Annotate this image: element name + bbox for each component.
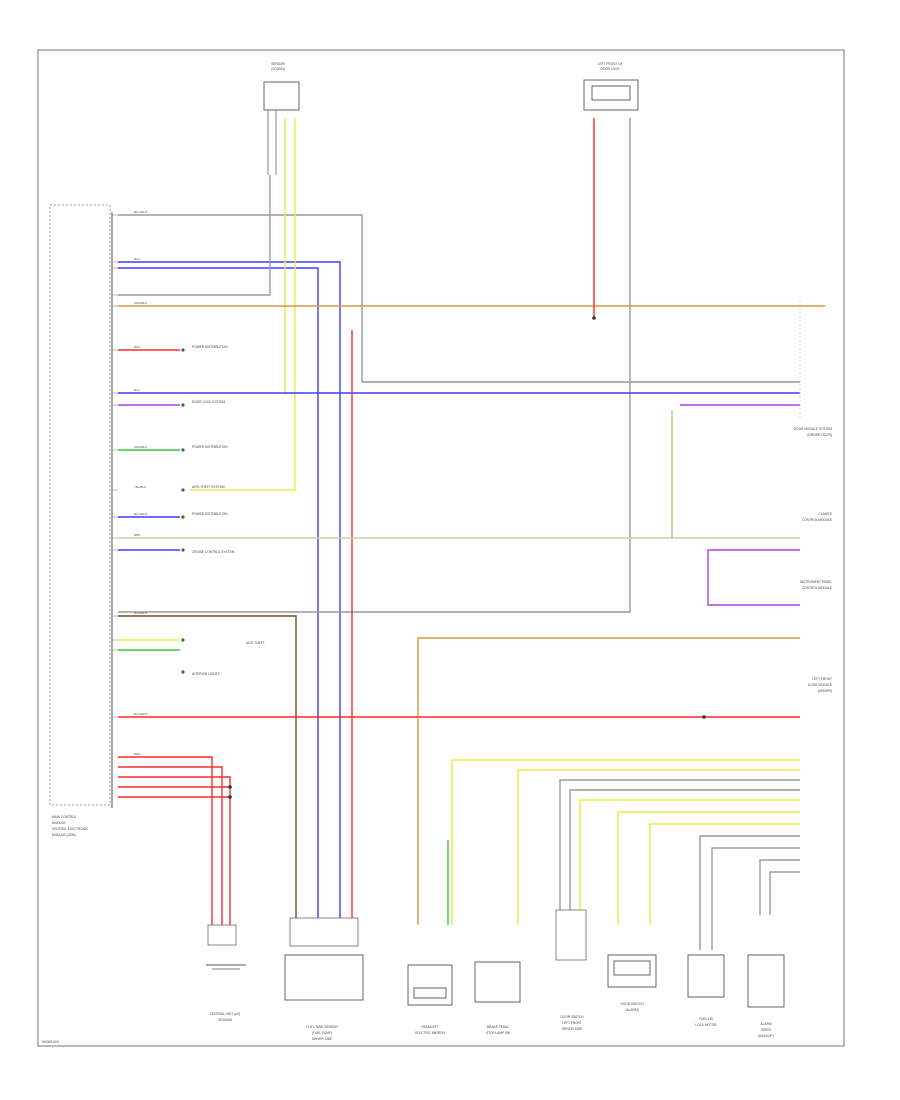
fuel-door-motor: FUEL LID LOCK MOTOR [687, 954, 725, 1027]
wire-yellow-sensor-2 [190, 118, 296, 491]
svg-text:FUEL TANK SENDER: FUEL TANK SENDER [306, 1025, 338, 1029]
svg-text:POWER DISTRIBUTION: POWER DISTRIBUTION [192, 345, 228, 349]
wire-yellow-5 [649, 823, 800, 925]
svg-text:RED: RED [134, 345, 141, 349]
wire-gray-top-right [118, 118, 631, 613]
svg-text:(DRIVER DOOR): (DRIVER DOOR) [807, 433, 832, 437]
svg-text:BLU/WHT: BLU/WHT [134, 512, 148, 516]
wire-yellow-3 [579, 799, 800, 925]
svg-text:DOOR SWITCH: DOOR SWITCH [560, 1015, 584, 1019]
svg-text:CONTROL MODULE: CONTROL MODULE [802, 518, 832, 522]
svg-text:BLU/WHT: BLU/WHT [134, 611, 148, 615]
svg-text:FUEL LID: FUEL LID [699, 1017, 714, 1021]
svg-text:ANTI-THEFT SYSTEM: ANTI-THEFT SYSTEM [192, 485, 225, 489]
wire-gray-3 [699, 835, 800, 950]
svg-text:CLIMATE: CLIMATE [818, 512, 832, 516]
svg-text:SIREN: SIREN [761, 1028, 771, 1032]
svg-text:GRN/BLK: GRN/BLK [134, 301, 147, 305]
svg-text:(SOUND): (SOUND) [271, 67, 285, 71]
right-components: DOOR MODULE SYSTEM (DRIVER DOOR) CLIMATE… [794, 300, 832, 693]
wire-red-gnd-1 [118, 756, 213, 935]
alarm-siren: ALARM SIREN (BACKUP) [747, 954, 785, 1038]
wire-yellow-1 [451, 759, 800, 925]
splices [228, 316, 706, 799]
svg-text:MODULE: MODULE [52, 821, 66, 825]
svg-text:PASS/LEFT: PASS/LEFT [422, 1025, 439, 1029]
svg-text:RED: RED [134, 752, 141, 756]
svg-text:DOOR MODULE SYSTEM: DOOR MODULE SYSTEM [794, 427, 832, 431]
wire-gray-5 [759, 859, 800, 915]
wire-labels-left: BLU/WHT BLU GRN/BLK RED BLU GRN/BLK YEL/… [134, 210, 148, 756]
svg-text:DRIVER SIDE: DRIVER SIDE [562, 1027, 582, 1031]
svg-text:MAIN CONTROL: MAIN CONTROL [52, 815, 77, 819]
wire-gray-6 [769, 871, 800, 915]
svg-text:YEL/BLK: YEL/BLK [134, 485, 146, 489]
passenger-mirror: PASS/LEFT ELECTRIC MIRROR [407, 964, 453, 1035]
svg-text:DOOR LOCK SYSTEM: DOOR LOCK SYSTEM [192, 400, 225, 404]
wire-blue-1 [118, 261, 341, 925]
svg-text:BLU: BLU [134, 388, 140, 392]
svg-text:LEFT FRONT: LEFT FRONT [812, 677, 832, 681]
svg-text:CENTRAL ELECTRONIC: CENTRAL ELECTRONIC [52, 827, 89, 831]
wire-sensor-gray [118, 175, 271, 296]
wire-red-gnd-2 [118, 766, 223, 935]
wire-orange-lower [417, 637, 800, 925]
wire-red-gnd-3 [118, 776, 231, 935]
diagram-frame [37, 49, 845, 1047]
svg-text:(BACKUP): (BACKUP) [758, 1034, 773, 1038]
svg-text:GRN/BLK: GRN/BLK [134, 445, 147, 449]
svg-text:CRUISE CONTROL SYSTEM: CRUISE CONTROL SYSTEM [192, 550, 235, 554]
svg-text:CENTRAL UNIT (LH): CENTRAL UNIT (LH) [210, 1012, 240, 1016]
svg-text:LEFT FRONT: LEFT FRONT [562, 1021, 582, 1025]
svg-text:HOOD SWITCH: HOOD SWITCH [620, 1002, 644, 1006]
cem-module: MAIN CONTROL MODULE CENTRAL ELECTRONIC M… [49, 204, 113, 837]
svg-text:BLU/WHT: BLU/WHT [134, 210, 148, 214]
sensor-top: SENSOR (SOUND) [263, 62, 300, 175]
wire-yellow-4 [617, 811, 800, 925]
svg-text:ALARM: ALARM [761, 1022, 772, 1026]
wire-gray-4 [711, 847, 800, 950]
svg-text:BRAKE PEDAL: BRAKE PEDAL [487, 1025, 509, 1029]
fuel-tank-sender: FUEL TANK SENDER (FUEL PUMP) DRIVER SIDE [284, 917, 364, 1041]
ground-point: CENTRAL UNIT (LH) GROUND [206, 924, 246, 1022]
svg-text:(DRIVER): (DRIVER) [818, 689, 832, 693]
svg-text:BLU/WHT: BLU/WHT [134, 712, 148, 716]
svg-text:POWER DISTRIBUTION: POWER DISTRIBUTION [192, 512, 228, 516]
svg-text:DRIVER SIDE: DRIVER SIDE [312, 1037, 332, 1041]
svg-text:BRN: BRN [134, 533, 140, 537]
wire-gray-top [118, 214, 800, 383]
wire-blue-2 [118, 267, 319, 925]
svg-text:(FUEL PUMP): (FUEL PUMP) [312, 1031, 332, 1035]
svg-text:DOOR MODULE: DOOR MODULE [808, 683, 832, 687]
svg-text:MODULE (CEM): MODULE (CEM) [52, 833, 76, 837]
svg-text:ANTI-THEFT: ANTI-THEFT [246, 641, 265, 645]
wire-yellow-2 [517, 769, 800, 925]
svg-text:ELECTRIC MIRROR: ELECTRIC MIRROR [415, 1031, 445, 1035]
svg-text:CONTROL MODULE: CONTROL MODULE [802, 586, 832, 590]
svg-text:BLU: BLU [134, 257, 140, 261]
wire-violet-bracket [707, 549, 800, 606]
svg-text:(ALARM): (ALARM) [625, 1008, 638, 1012]
svg-text:GROUND: GROUND [218, 1018, 233, 1022]
svg-text:INSTRUMENT PANEL: INSTRUMENT PANEL [800, 580, 832, 584]
top-right-component: LEFT FRONT LH DOOR LOCK [583, 62, 639, 111]
svg-text:STOP LAMP SW: STOP LAMP SW [486, 1031, 510, 1035]
footer-code: W0065-A04 [42, 1040, 59, 1044]
stop-lamp-switch: BRAKE PEDAL STOP LAMP SW [474, 961, 521, 1035]
system-refs: POWER DISTRIBUTION DOOR LOCK SYSTEM POWE… [181, 345, 265, 676]
svg-text:INTERIOR LIGHTS: INTERIOR LIGHTS [192, 672, 220, 676]
door-switch: DOOR SWITCH LEFT FRONT DRIVER SIDE [555, 909, 587, 1031]
svg-text:SENSOR: SENSOR [271, 62, 285, 66]
svg-text:LOCK MOTOR: LOCK MOTOR [695, 1023, 717, 1027]
wire-gray-1 [559, 779, 800, 925]
hood-switch: HOOD SWITCH (ALARM) [607, 954, 657, 1012]
wire-brown-lower [118, 615, 297, 925]
cem-pin-ticks [112, 214, 118, 718]
svg-text:POWER DISTRIBUTION: POWER DISTRIBUTION [192, 445, 228, 449]
wire-gray-2 [569, 789, 800, 925]
svg-text:DOOR LOCK: DOOR LOCK [600, 67, 620, 71]
svg-text:LEFT FRONT LH: LEFT FRONT LH [598, 62, 623, 66]
